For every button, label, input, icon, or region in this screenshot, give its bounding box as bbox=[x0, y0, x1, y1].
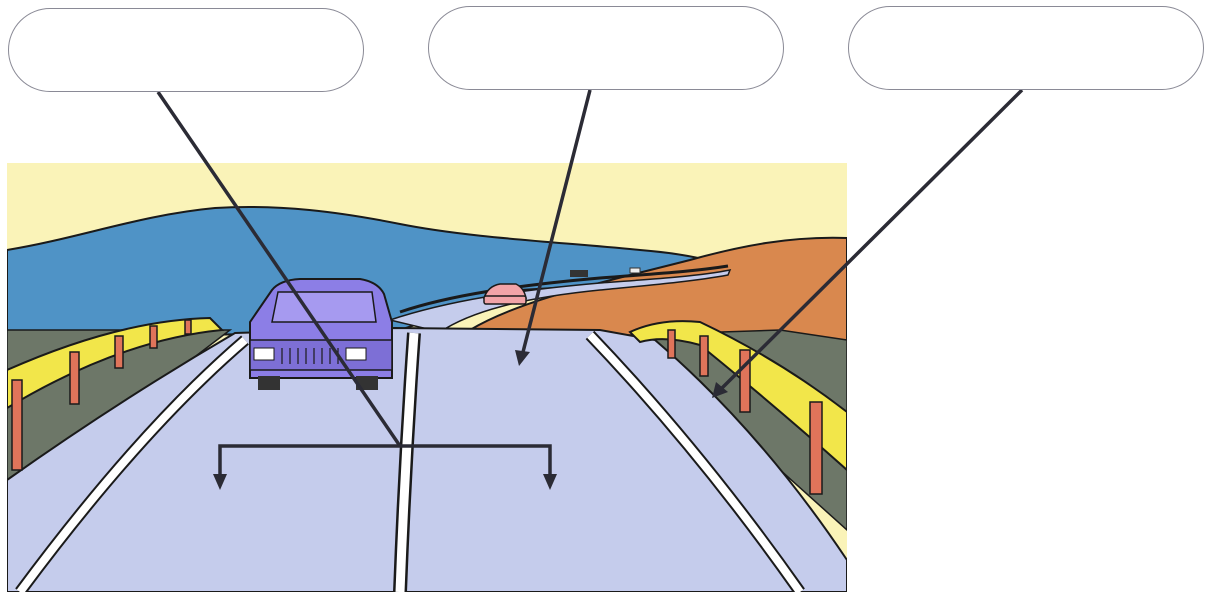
pointer-left bbox=[156, 91, 402, 447]
coast-car bbox=[570, 270, 588, 277]
right-edge-line-paint bbox=[587, 332, 804, 592]
left-guardrail bbox=[7, 316, 225, 471]
far-car bbox=[482, 283, 527, 305]
headland bbox=[466, 236, 847, 341]
pointer-middle bbox=[520, 89, 592, 357]
centre-line-paint bbox=[395, 332, 419, 592]
arrowhead-right bbox=[712, 382, 728, 398]
left-edge-line-paint bbox=[16, 336, 248, 592]
arrowheads bbox=[213, 350, 728, 490]
pointer-lines bbox=[156, 88, 1024, 480]
arrowhead-left-a bbox=[213, 474, 227, 490]
label-box-right[interactable] bbox=[848, 6, 1204, 90]
pointer-left-bracket bbox=[218, 444, 552, 480]
pointer-right bbox=[716, 88, 1024, 394]
arrowhead-middle bbox=[515, 350, 530, 366]
arrowhead-left-b bbox=[543, 474, 557, 490]
label-box-left[interactable] bbox=[8, 8, 364, 92]
label-box-middle[interactable] bbox=[428, 6, 784, 90]
coastal-road bbox=[399, 264, 729, 314]
near-car bbox=[249, 278, 393, 390]
coast-car-2 bbox=[629, 267, 641, 274]
right-guardrail bbox=[628, 320, 847, 495]
